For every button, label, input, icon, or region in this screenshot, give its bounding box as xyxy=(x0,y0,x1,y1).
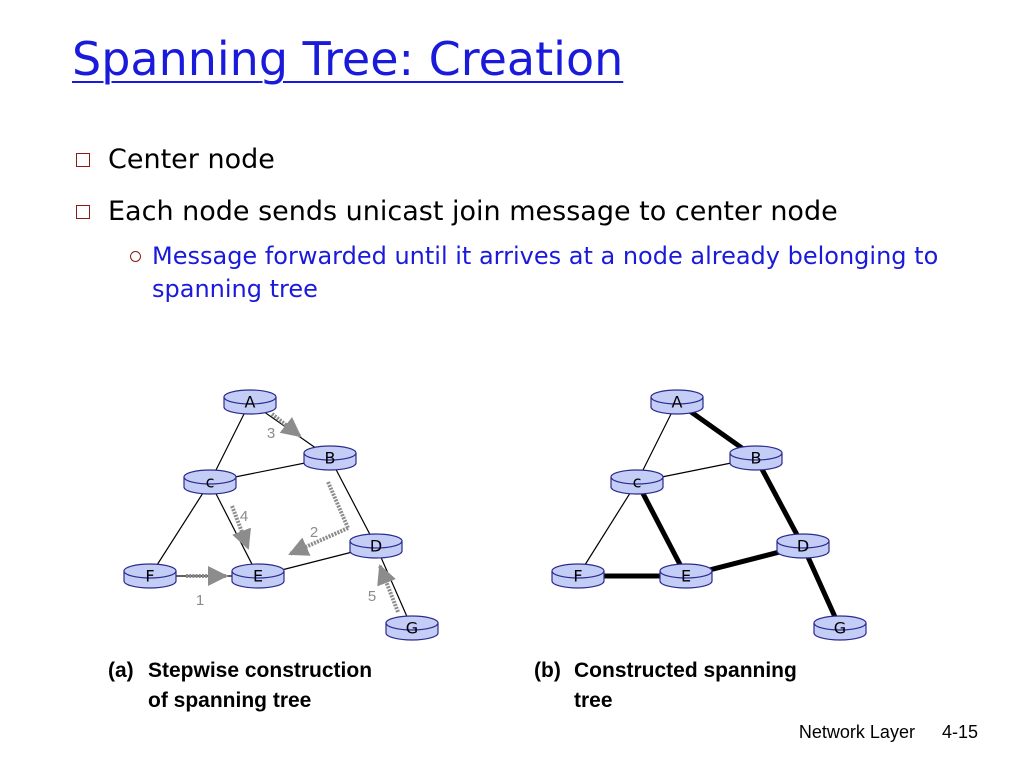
router-label: B xyxy=(751,449,762,468)
router-top xyxy=(223,389,277,405)
router-node-F: F xyxy=(551,563,605,589)
square-bullet-icon xyxy=(76,205,90,219)
square-bullet-icon xyxy=(76,153,90,167)
router-top xyxy=(231,563,285,579)
bullet-text: Center node xyxy=(108,144,275,175)
slide-footer: Network Layer 4-15 xyxy=(799,722,978,743)
bullet-item: Center node xyxy=(72,140,952,180)
footer-section: Network Layer xyxy=(798,722,915,742)
link-A-c xyxy=(209,401,251,483)
message-step-label: 1 xyxy=(196,592,204,609)
router-label: B xyxy=(325,449,336,468)
router-top xyxy=(813,615,867,631)
caption-b-line2: tree xyxy=(574,689,613,712)
router-label: E xyxy=(253,567,263,586)
router-top xyxy=(551,563,605,579)
caption-a: (a) Stepwise construction of spanning tr… xyxy=(108,656,372,716)
message-step-label: 5 xyxy=(368,588,376,605)
link-A-c xyxy=(636,401,678,483)
router-label: c xyxy=(633,473,642,492)
caption-a-line2: of spanning tree xyxy=(148,689,312,712)
link-c-F xyxy=(577,481,638,577)
router-top xyxy=(349,533,403,549)
link-B-D xyxy=(329,457,377,547)
caption-b: (b) Constructed spanning tree xyxy=(534,656,797,716)
message-step-label: 2 xyxy=(310,524,318,541)
router-top xyxy=(650,389,704,405)
router-node-F: F xyxy=(123,563,177,589)
router-label: F xyxy=(573,567,582,586)
link-D-G xyxy=(375,545,413,629)
router-node-E: E xyxy=(659,563,713,589)
diagram-stepwise-construction: 1 2 3 4 5 A BcD E F G xyxy=(123,389,439,641)
router-node-G: G xyxy=(813,615,867,641)
caption-b-prefix: (b) xyxy=(534,659,561,682)
sub-bullet-item: Message forwarded until it arrives at a … xyxy=(72,240,952,306)
router-top xyxy=(123,563,177,579)
caption-a-line1: Stepwise construction xyxy=(148,659,373,682)
join-message-arrow-2-seg1 xyxy=(288,526,349,556)
router-label: E xyxy=(681,567,691,586)
router-label: A xyxy=(245,393,256,412)
link-c-E xyxy=(209,481,259,577)
network-diagram-svg: 1 2 3 4 5 A BcD E F G A BcD E F G xyxy=(123,389,867,641)
caption-b-line1: Constructed spanning xyxy=(574,659,797,682)
router-label: F xyxy=(145,567,154,586)
router-node-E: E xyxy=(231,563,285,589)
router-label: D xyxy=(370,537,382,556)
router-top xyxy=(776,533,830,549)
router-top xyxy=(303,445,357,461)
router-node-D: D xyxy=(349,533,403,559)
router-label: G xyxy=(834,619,846,638)
bullet-list: Center node Each node sends unicast join… xyxy=(72,140,952,306)
router-label: c xyxy=(206,473,215,492)
router-top xyxy=(183,469,237,485)
router-node-D: D xyxy=(776,533,830,559)
tree-link-D-G xyxy=(800,544,843,630)
router-top xyxy=(729,445,783,461)
circle-bullet-icon xyxy=(130,251,141,262)
join-message-arrow-4 xyxy=(230,505,251,550)
router-node-B: B xyxy=(303,445,357,471)
join-message-arrow-3 xyxy=(270,412,302,438)
message-step-label: 4 xyxy=(240,508,248,525)
router-top xyxy=(385,615,439,631)
router-node-c: c xyxy=(183,469,237,495)
router-label: D xyxy=(797,537,809,556)
diagram-constructed-spanning-tree: A BcD E F G xyxy=(551,389,867,641)
tree-link-B-D xyxy=(753,456,806,548)
caption-a-prefix: (a) xyxy=(108,659,134,682)
join-message-arrow-5 xyxy=(377,564,400,613)
router-label: G xyxy=(406,619,418,638)
router-top xyxy=(610,469,664,485)
join-message-arrow-2-seg0 xyxy=(326,481,350,529)
bullet-text: Each node sends unicast join message to … xyxy=(108,196,838,227)
router-top xyxy=(659,563,713,579)
slide-title: Spanning Tree: Creation xyxy=(72,32,624,86)
router-node-G: G xyxy=(385,615,439,641)
router-node-c: c xyxy=(610,469,664,495)
message-step-label: 3 xyxy=(267,425,275,442)
bullet-item: Each node sends unicast join message to … xyxy=(72,192,952,232)
tree-link-c-E xyxy=(634,480,689,578)
router-node-A: A xyxy=(223,389,277,415)
router-node-B: B xyxy=(729,445,783,471)
footer-page-number: 4-15 xyxy=(941,722,978,742)
router-node-A: A xyxy=(650,389,704,415)
router-label: A xyxy=(672,393,683,412)
link-c-F xyxy=(149,481,211,577)
sub-bullet-text: Message forwarded until it arrives at a … xyxy=(152,242,939,303)
